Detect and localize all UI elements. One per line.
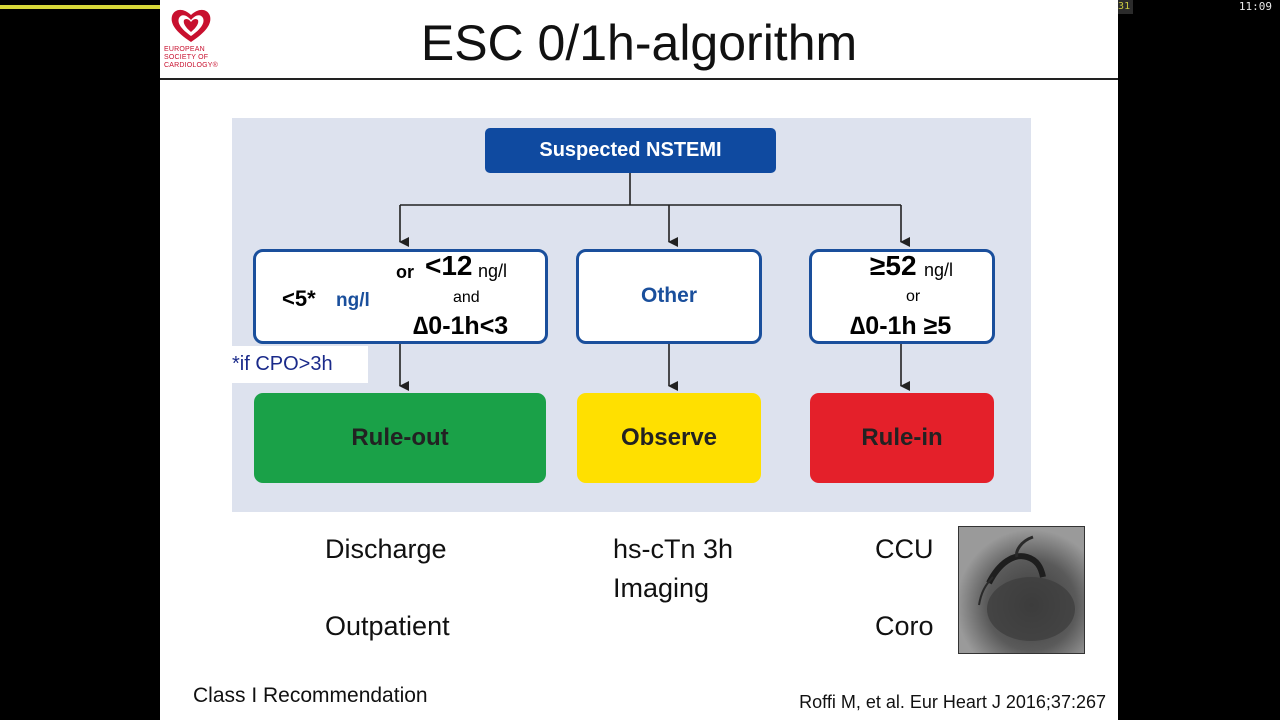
system-clock: 11:09 (1238, 0, 1272, 13)
delta-lt3: ∆0-1h<3 (413, 312, 509, 340)
flowchart-connectors (399, 173, 910, 391)
other-text: Other (640, 284, 697, 307)
other-criteria-box: Other (576, 249, 762, 344)
suspected-nstemi-box: Suspected NSTEMI (485, 128, 776, 173)
action-imaging: Imaging (613, 573, 710, 603)
logo-text: EUROPEAN SOCIETY OF CARDIOLOGY® (164, 46, 218, 70)
logo-line: EUROPEAN (164, 46, 205, 53)
ngl-unit: ng/l (924, 260, 954, 280)
delta-ge5: ∆0-1h ≥5 (850, 312, 952, 340)
action-ccu: CCU (875, 534, 934, 564)
title-divider (160, 78, 1118, 80)
rule-in-criteria-box: ≥52 ng/l or ∆0-1h ≥5 (809, 249, 995, 344)
ge52-value: ≥52 (870, 250, 917, 281)
or-text: or (396, 262, 414, 282)
action-coro: Coro (875, 611, 934, 641)
slide-title: ESC 0/1h-algorithm (420, 15, 858, 71)
ngl-unit: ng/l (478, 261, 508, 281)
action-hs-ctn: hs-cTn 3h (613, 534, 734, 564)
class-recommendation: Class I Recommendation (193, 684, 428, 707)
citation: Roffi M, et al. Eur Heart J 2016;37:267 (799, 692, 1106, 712)
rule-in-box: Rule-in (810, 393, 994, 483)
action-discharge: Discharge (325, 534, 447, 564)
lt5-value: <5* (282, 286, 316, 311)
and-text: and (453, 289, 480, 306)
esc-logo: EUROPEAN SOCIETY OF CARDIOLOGY® (164, 6, 218, 76)
slide: EUROPEAN SOCIETY OF CARDIOLOGY® ESC 0/1h… (160, 0, 1118, 720)
heart-logo-icon (171, 9, 211, 43)
or-text: or (906, 288, 921, 305)
lt12-value: <12 (425, 250, 473, 281)
rule-out-criteria-box: <5* ng/l or <12 ng/l and ∆0-1h<3 (253, 249, 548, 344)
action-outpatient: Outpatient (325, 611, 450, 641)
angiogram-image (958, 526, 1085, 654)
logo-line: SOCIETY OF (164, 54, 209, 61)
ngl-unit-blue: ng/l (336, 290, 370, 311)
rule-out-box: Rule-out (254, 393, 546, 483)
angiogram-picture (959, 527, 1084, 653)
observe-box: Observe (577, 393, 761, 483)
logo-line: CARDIOLOGY® (164, 62, 219, 69)
flowchart: Suspected NSTEMI <5* ng/l or <12 ng/l an… (229, 118, 1031, 512)
cpo-footnote: *if CPO>3h (229, 346, 368, 383)
